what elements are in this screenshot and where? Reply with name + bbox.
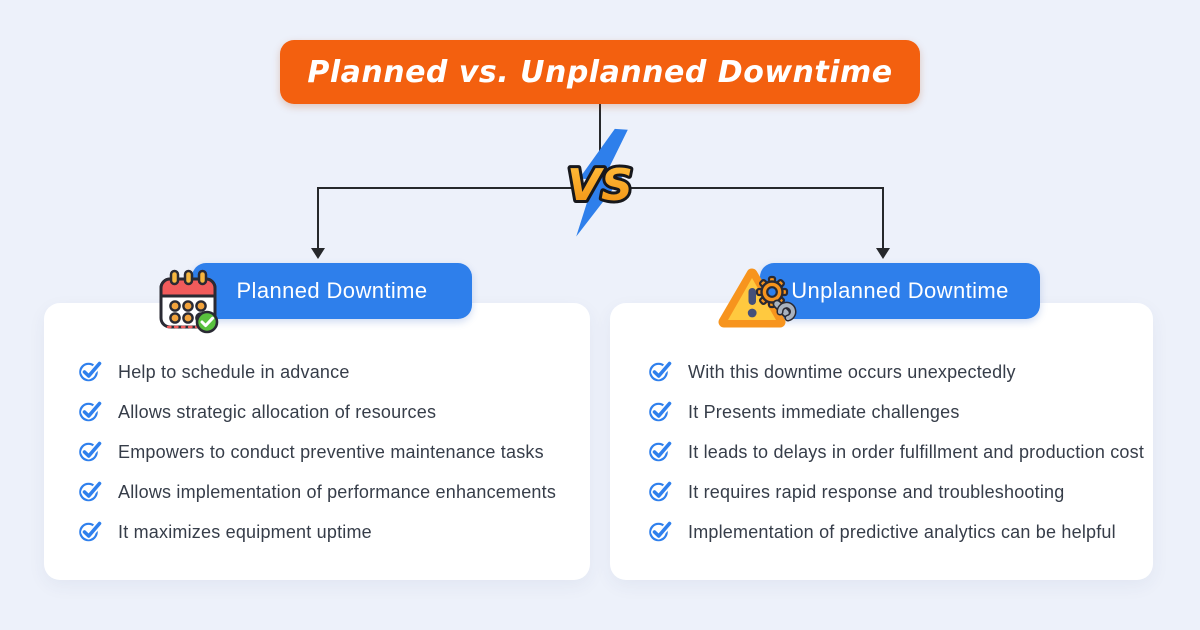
unplanned-downtime-header: Unplanned Downtime [760,263,1040,319]
list-item-text: It Presents immediate challenges [688,401,960,422]
unplanned-header-label: Unplanned Downtime [791,278,1009,303]
list-item-text: Implementation of predictive analytics c… [688,521,1116,542]
list-item-text: Allows implementation of performance enh… [118,481,557,502]
list-item: Allows implementation of performance enh… [78,472,570,512]
planned-downtime-header: Planned Downtime [192,263,472,319]
list-item: Help to schedule in advance [78,352,570,392]
check-circle-icon [78,399,103,423]
list-item-text: It leads to delays in order fulfillment … [688,441,1145,462]
unplanned-downtime-card: With this downtime occurs unexpectedly I… [610,303,1153,580]
check-circle-icon [648,399,673,423]
list-item-text: With this downtime occurs unexpectedly [688,361,1016,382]
check-circle-icon [648,359,673,383]
vs-lightning-badge: VS [548,126,652,246]
check-circle-icon [648,439,673,463]
connector-vertical-left [317,187,319,249]
planned-header-label: Planned Downtime [236,278,428,303]
arrow-down-right-icon [876,248,890,259]
list-item-text: Allows strategic allocation of resources [118,401,437,422]
warning-gear-icon [714,262,800,345]
check-circle-icon [648,519,673,543]
list-item: It requires rapid response and troublesh… [648,472,1137,512]
list-item: It maximizes equipment uptime [78,512,570,552]
list-item: It leads to delays in order fulfillment … [648,432,1144,472]
connector-vertical-top [599,104,601,162]
vs-label: VS [567,160,633,211]
check-circle-icon [78,439,103,463]
list-item: It Presents immediate challenges [648,392,1137,432]
check-circle-icon [78,519,103,543]
page-title: Planned vs. Unplanned Downtime [307,54,893,90]
list-item-text: It requires rapid response and troublesh… [688,481,1065,502]
planned-list: Help to schedule in advance Allows strat… [44,303,590,552]
check-circle-icon [78,359,103,383]
calendar-check-icon [150,264,226,341]
list-item: Implementation of predictive analytics c… [648,512,1137,552]
list-item: With this downtime occurs unexpectedly [648,352,1137,392]
list-item: Allows strategic allocation of resources [78,392,570,432]
list-item-text: Empowers to conduct preventive maintenan… [118,441,544,462]
list-item: Empowers to conduct preventive maintenan… [78,432,570,472]
connector-vertical-right [882,187,884,249]
planned-downtime-card: Help to schedule in advance Allows strat… [44,303,590,580]
title-banner: Planned vs. Unplanned Downtime [280,40,920,104]
list-item-text: It maximizes equipment uptime [118,521,372,542]
unplanned-list: With this downtime occurs unexpectedly I… [610,303,1153,552]
arrow-down-left-icon [311,248,325,259]
check-circle-icon [648,479,673,503]
lightning-bolt-icon: VS [564,128,636,237]
list-item-text: Help to schedule in advance [118,361,350,382]
check-circle-icon [78,479,103,503]
